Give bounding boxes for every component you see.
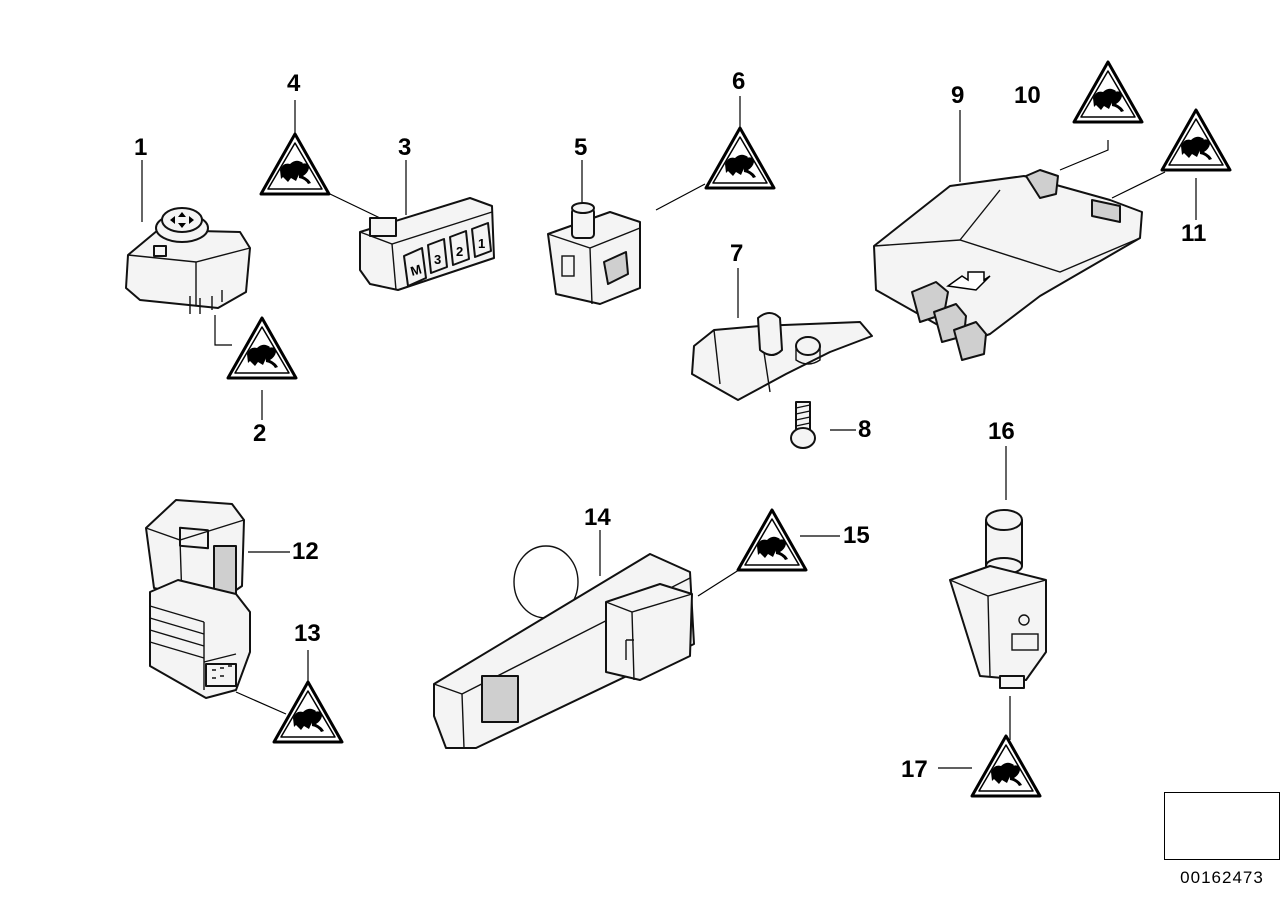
callout-15: 15 <box>843 522 870 549</box>
part-13-connector <box>149 579 251 699</box>
svg-text:M: M <box>409 261 424 278</box>
callout-10: 10 <box>1014 82 1041 109</box>
callout-8: 8 <box>858 416 872 443</box>
callout-12: 12 <box>292 538 319 565</box>
memory-button-3: 3 <box>427 238 448 274</box>
electrical-warning-triangle-icon <box>259 132 331 196</box>
memory-button-2: 2 <box>449 230 470 266</box>
electrical-warning-triangle-icon <box>226 316 298 380</box>
callout-14: 14 <box>584 504 611 531</box>
electrical-warning-triangle-icon <box>1160 108 1232 172</box>
callout-4: 4 <box>287 70 301 97</box>
callout-13: 13 <box>294 620 321 647</box>
part-7-bracket <box>691 312 873 401</box>
leader-lines <box>141 96 1197 769</box>
memory-button-1: 1 <box>471 222 492 258</box>
callout-11: 11 <box>1181 220 1207 247</box>
svg-text:3: 3 <box>434 252 441 267</box>
part-5-push-switch <box>547 202 641 305</box>
m-button: M <box>403 247 427 287</box>
part-1-mirror-switch <box>125 207 251 314</box>
electrical-warning-triangle-icon <box>1072 60 1144 124</box>
part-8-screw <box>790 401 816 449</box>
callout-5: 5 <box>574 134 588 161</box>
part-16-light-switch <box>949 509 1047 689</box>
callout-1: 1 <box>134 134 148 161</box>
electrical-warning-triangle-icon <box>704 126 776 190</box>
catalog-reference-box <box>1164 792 1280 860</box>
catalog-number: 00162473 <box>1180 868 1264 887</box>
callout-16: 16 <box>988 418 1015 445</box>
electrical-warning-triangle-icon <box>736 508 808 572</box>
electrical-warning-triangle-icon <box>272 680 344 744</box>
callout-7: 7 <box>730 240 744 267</box>
electrical-warning-triangle-icon <box>970 734 1042 798</box>
part-12-connector-housing <box>145 499 245 605</box>
svg-text:1: 1 <box>478 236 485 251</box>
part-14-module-with-cable <box>433 545 695 749</box>
callout-17: 17 <box>901 756 928 783</box>
callout-2: 2 <box>253 420 267 447</box>
callout-6: 6 <box>732 68 746 95</box>
svg-text:2: 2 <box>456 244 463 259</box>
callout-9: 9 <box>951 82 965 109</box>
part-3-seat-memory-switch: M 3 2 1 <box>359 197 495 291</box>
part-9-control-unit <box>873 169 1143 361</box>
callout-3: 3 <box>398 134 412 161</box>
